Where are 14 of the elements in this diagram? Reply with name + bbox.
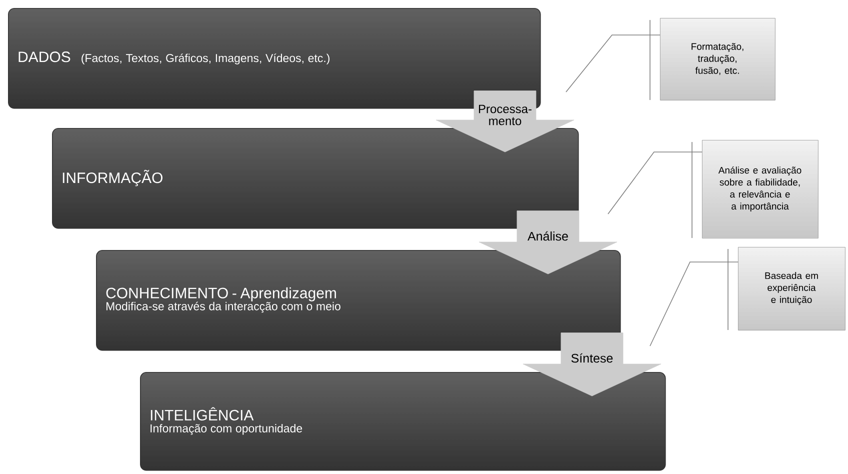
stage-box: CONHECIMENTO - Aprendizagem Modifica-se através da interacção com o meio bbox=[96, 250, 621, 351]
stage-box: INTELIGÊNCIA Informação com oportunidade bbox=[140, 372, 666, 471]
leader-line bbox=[566, 34, 660, 92]
edge-label: Análise bbox=[528, 231, 568, 241]
edge-label: Síntese bbox=[571, 353, 613, 363]
note-box: Baseada em experiência e intuição bbox=[738, 247, 846, 330]
note-box: Formatação, tradução, fusão, etc. bbox=[660, 18, 776, 100]
note-box: Análise e avaliação sobre a fiabilidade, a relevância e a importância bbox=[702, 140, 818, 238]
block-arrow bbox=[522, 332, 662, 396]
stage-box: INFORMAÇÃO bbox=[52, 128, 579, 229]
block-arrow bbox=[478, 210, 618, 274]
leader-line bbox=[650, 262, 738, 346]
block-arrow bbox=[436, 90, 574, 152]
leader-line bbox=[608, 152, 702, 214]
